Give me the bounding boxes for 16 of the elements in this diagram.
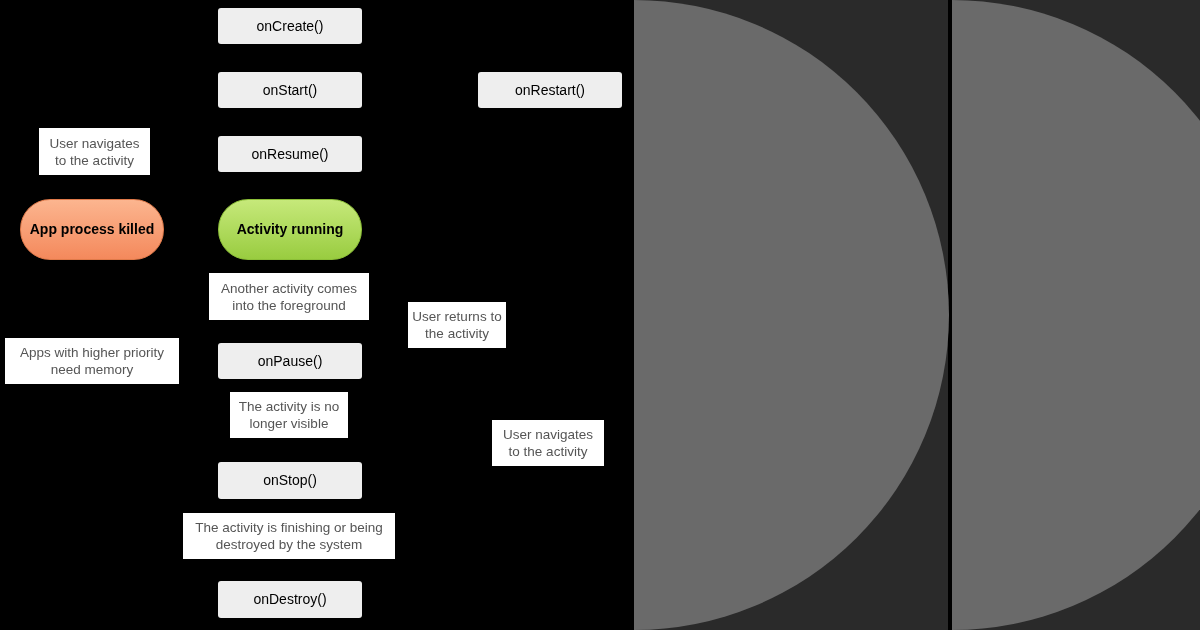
note-box: The activity is no longer visible <box>230 392 348 438</box>
method-box: onStop() <box>218 462 362 499</box>
method-box: onPause() <box>218 343 362 379</box>
state-pill: Activity running <box>218 199 362 260</box>
note-box: The activity is finishing or being destroyed by the system <box>183 513 395 559</box>
note-box: Another activity comes into the foreground <box>209 273 369 320</box>
method-box: onResume() <box>218 136 362 172</box>
method-box: onStart() <box>218 72 362 108</box>
note-box: User returns to the activity <box>408 302 506 348</box>
method-box: onCreate() <box>218 8 362 44</box>
note-box: User navigates to the activity <box>492 420 604 466</box>
note-box: User navigates to the activity <box>39 128 150 175</box>
state-pill: App process killed <box>20 199 164 260</box>
note-box: Apps with higher priority need memory <box>5 338 179 384</box>
method-box: onRestart() <box>478 72 622 108</box>
method-box: onDestroy() <box>218 581 362 618</box>
